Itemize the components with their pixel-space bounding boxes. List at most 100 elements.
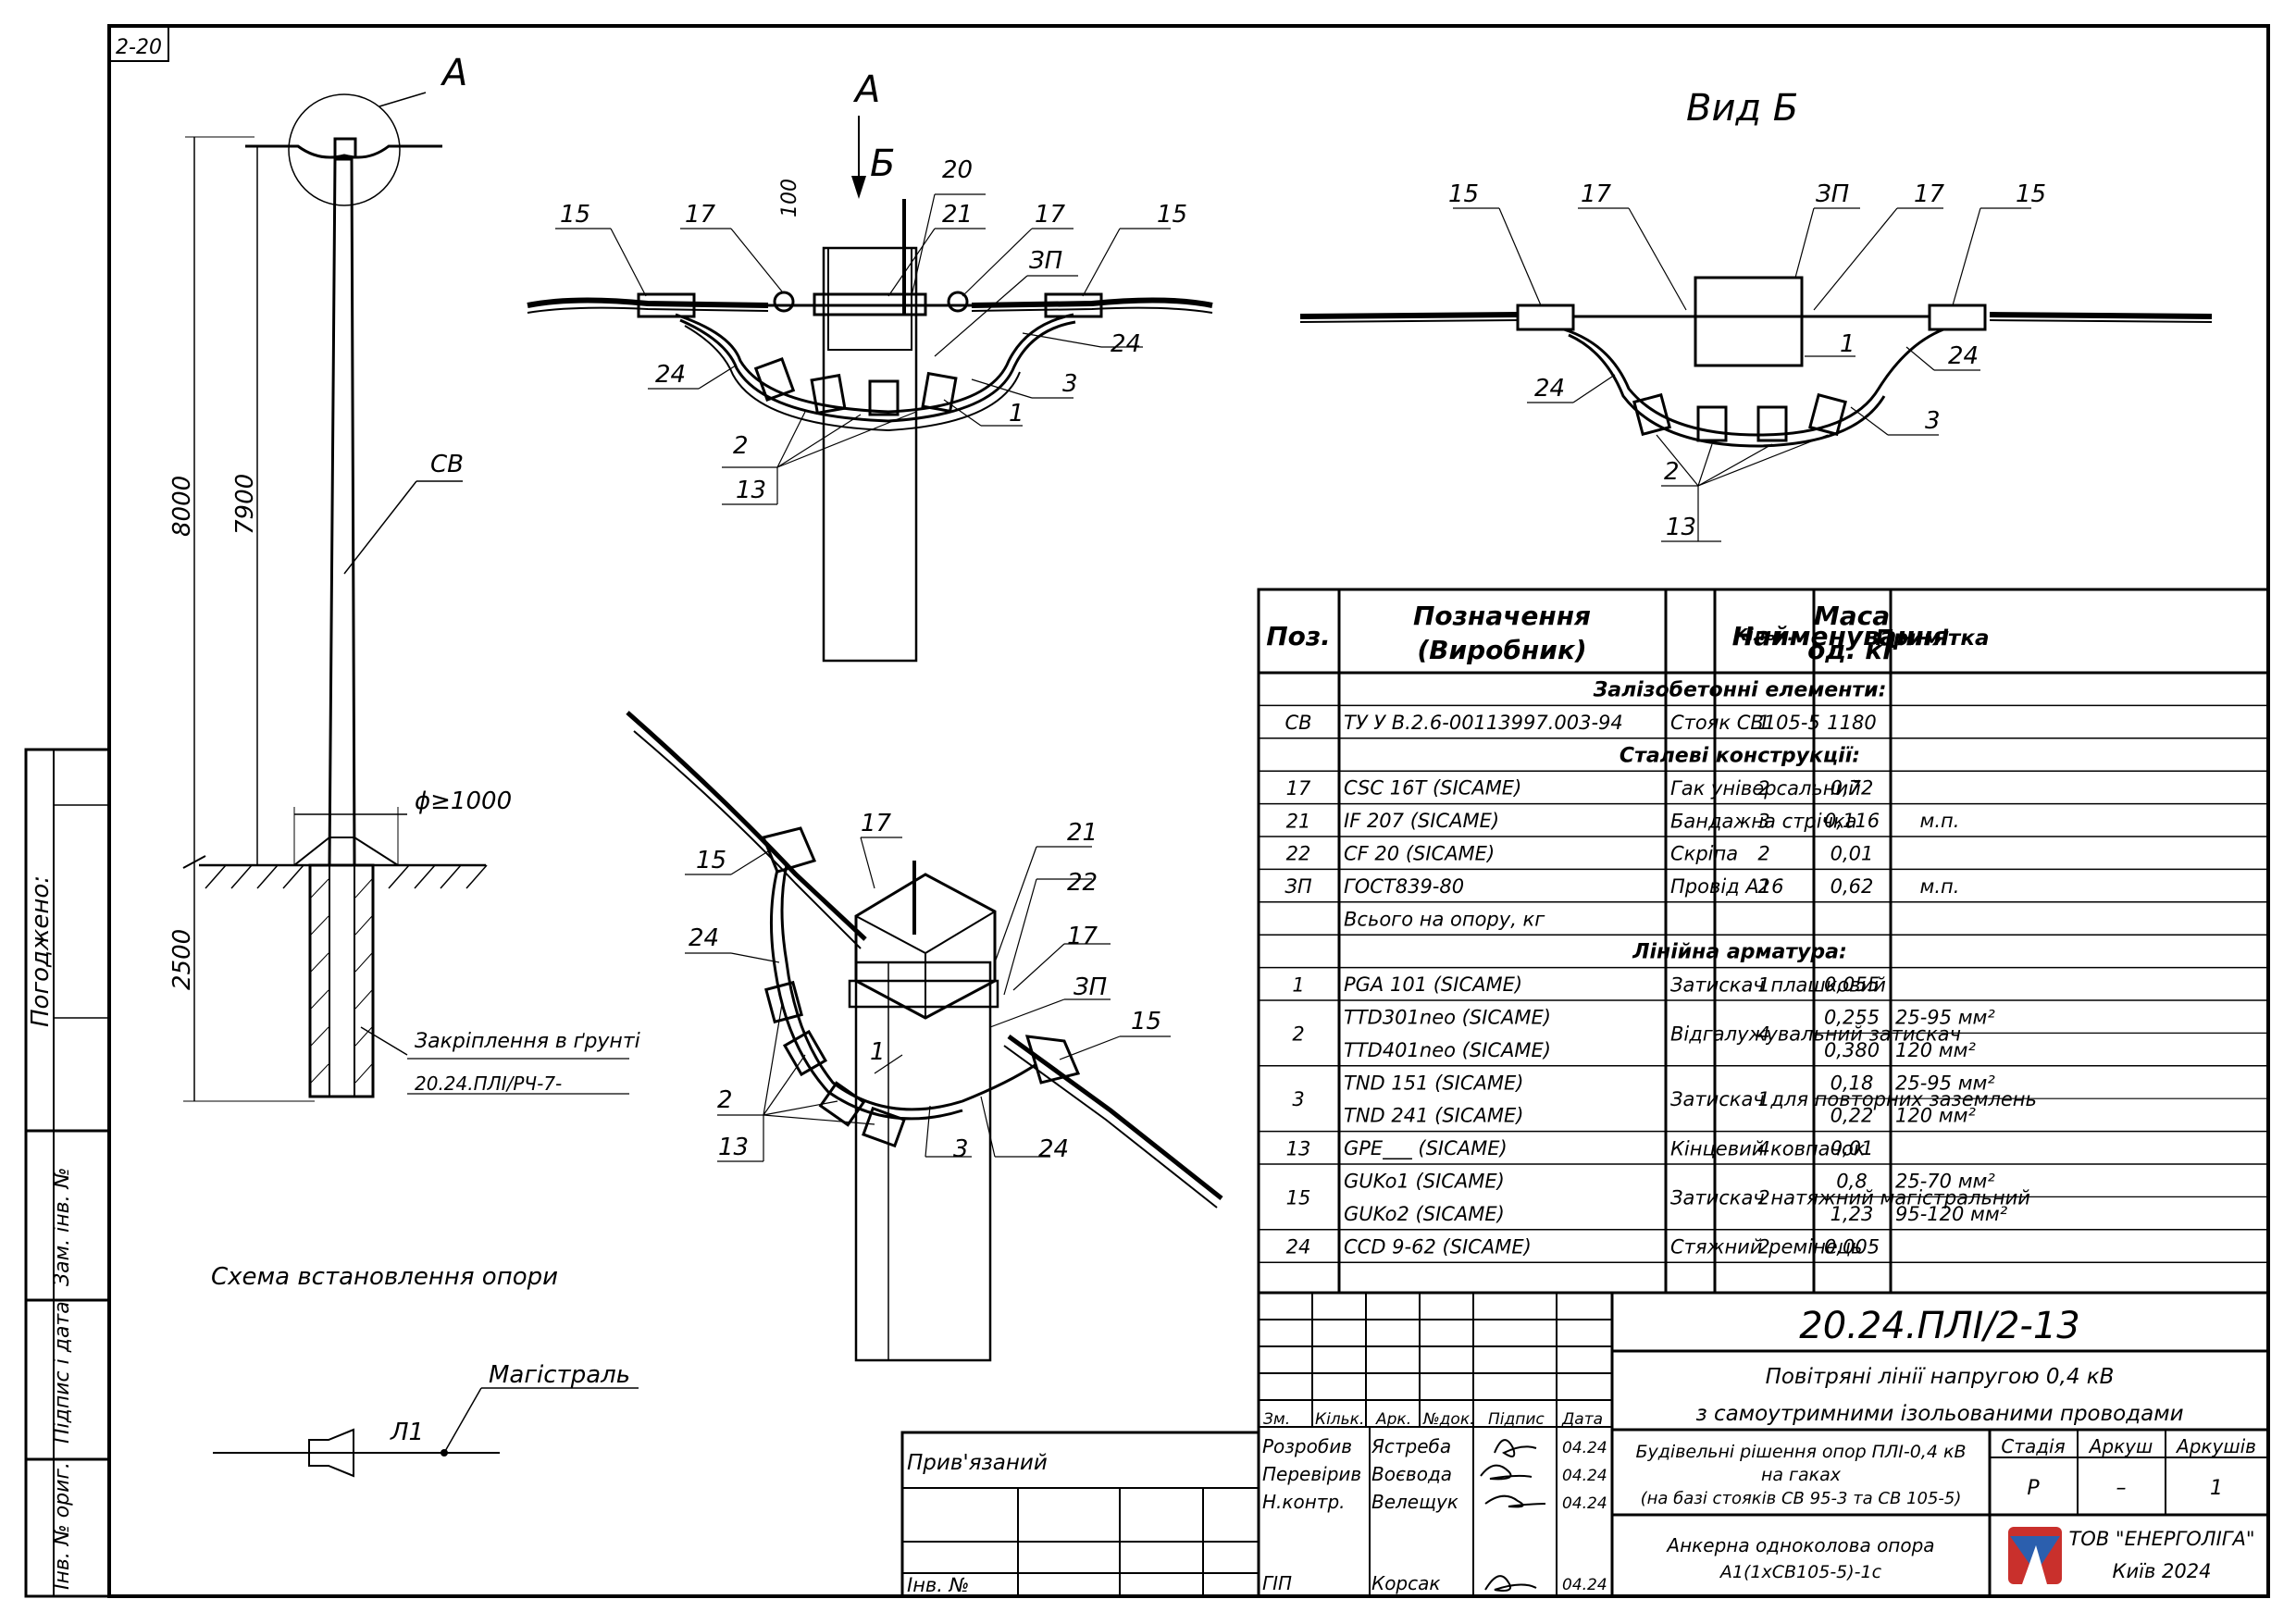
- specification-table: Поз. Позначення (Виробник) Найменування …: [1257, 588, 2270, 1295]
- callout-iso-22: 22: [1067, 869, 1098, 897]
- cell-designation-2: TTD401neo (SICAME): [1344, 1039, 1551, 1061]
- dim-diameter: ϕ≥1000: [415, 787, 512, 815]
- section-line-3: (на базі стояків СВ 95-3 та СВ 105-5): [1641, 1489, 1962, 1508]
- city-year: Київ 2024: [2113, 1560, 2212, 1582]
- cell-name: Стояк СВ105-5: [1670, 712, 1820, 734]
- drawing-title-1: Анкерна одноколова опора: [1665, 1534, 1934, 1556]
- name-gip: Корсак: [1371, 1572, 1440, 1594]
- cell-designation: CF 20 (SICAME): [1344, 842, 1495, 864]
- callout-iso-21: 21: [1067, 819, 1098, 847]
- cell-name: Затискач натяжний магістральний: [1670, 1186, 2030, 1209]
- th-note: Примітка: [1876, 626, 1990, 651]
- cell-name: Скріпа: [1670, 843, 1738, 865]
- cell-pos: 2: [1292, 1023, 1304, 1045]
- callout-b-13: 13: [1666, 514, 1696, 541]
- th-qty: Кільк.: [1734, 626, 1794, 645]
- cell-pos: СВ: [1285, 712, 1311, 734]
- view-a-mark: А: [852, 68, 880, 111]
- name-normcontrol: Велещук: [1371, 1491, 1458, 1513]
- fixing-label: Закріплення в ґрунті: [415, 1030, 640, 1053]
- cell-mass: 0,005: [1824, 1235, 1880, 1258]
- cell-designation: GPE___ (SICAME): [1344, 1137, 1508, 1160]
- callout-b-17-right: 17: [1914, 180, 1945, 208]
- callout-iso-15-right: 15: [1131, 1008, 1161, 1035]
- callout-b-2: 2: [1664, 458, 1680, 486]
- role-checked: Перевірив: [1262, 1463, 1361, 1485]
- foundation: [308, 863, 375, 1098]
- pole-installation-scheme: А СВ 8000 7900 2500 ϕ≥1000: [168, 52, 640, 1478]
- sheet-code-box: [108, 25, 169, 62]
- callout-b-3: 3: [1925, 407, 1941, 435]
- inv-no-label: Інв. №: [907, 1574, 970, 1596]
- cell-designation: ГОСТ839-80: [1344, 875, 1464, 898]
- callout-b-zp: ЗП: [1816, 180, 1849, 208]
- inv-orig-label: Інв. № ориг.: [51, 1462, 74, 1590]
- project-line-1: Повітряні лінії напругою 0,4 кВ: [1766, 1365, 2115, 1389]
- cell-qty: 2: [1757, 875, 1769, 898]
- cell-mass: 0,72: [1831, 777, 1874, 800]
- callout-a-24-left: 24: [655, 361, 686, 389]
- pole-cb-label: СВ: [430, 451, 464, 478]
- detail-a-view: А Б 100: [527, 68, 1213, 663]
- cell-designation: ТУ У В.2.6-00113997.003-94: [1344, 712, 1623, 734]
- dim-7900: 7900: [231, 474, 259, 535]
- cell-note: 25-95 мм²: [1895, 1072, 1995, 1094]
- col-head-doc: №док.: [1422, 1410, 1475, 1429]
- company-logo: [2008, 1527, 2062, 1584]
- cell-pos: 17: [1286, 777, 1311, 800]
- cell-note: 25-95 мм²: [1895, 1006, 1995, 1028]
- th-mass-1: Маса: [1814, 601, 1890, 631]
- cell-qty: 1: [1757, 1088, 1769, 1110]
- section-row: Сталеві конструкції:: [1620, 744, 1860, 767]
- callout-a-17-left: 17: [685, 201, 716, 229]
- cell-note: 25-70 мм²: [1895, 1170, 1995, 1192]
- callout-b-15-right: 15: [2016, 180, 2046, 208]
- role-normcontrol: Н.контр.: [1262, 1491, 1346, 1513]
- cell-note-2: 120 мм²: [1895, 1105, 1976, 1127]
- cell-mass-2: 0,380: [1824, 1039, 1880, 1061]
- th-name: Найменування: [1732, 621, 1950, 651]
- sign-date-label: Підпис і дата: [51, 1301, 74, 1444]
- callout-a-zp: ЗП: [1029, 247, 1062, 275]
- cell-name: Бандажна стрічка: [1670, 810, 1857, 832]
- detail-a-circle: [288, 93, 401, 206]
- cell-designation: GUKo1 (SICAME): [1344, 1170, 1505, 1192]
- stage-value: Р: [2027, 1477, 2040, 1500]
- cell-note-2: 120 мм²: [1895, 1039, 1976, 1061]
- callout-b-24-right: 24: [1948, 342, 1979, 370]
- cell-name: Гак універсальний: [1670, 777, 1861, 800]
- cell-name: Відгалужувальний затискач: [1670, 1023, 1961, 1045]
- isometric-view: 17 21 22 15 17 ЗП 24 15 1 2 13 3 24: [626, 711, 1223, 1362]
- date-normcontrol: 04.24: [1562, 1494, 1607, 1513]
- section-line-2: на гаках: [1761, 1465, 1842, 1485]
- col-head-qty: Кільк.: [1315, 1410, 1364, 1429]
- sheet-head: Аркуш: [2088, 1435, 2153, 1457]
- cell-mass: 0,18: [1831, 1072, 1874, 1094]
- cell-pos: 15: [1286, 1186, 1311, 1209]
- view-b-mark: Б: [870, 143, 895, 185]
- company-name: ТОВ "ЕНЕРГОЛІГА": [2068, 1528, 2254, 1550]
- cell-pos: 1: [1292, 973, 1304, 996]
- cell-mass: 0,8: [1836, 1170, 1867, 1192]
- section-row: Лінійна арматура:: [1632, 941, 1847, 964]
- cell-qty: 2: [1757, 777, 1769, 800]
- cell-mass: 0,116: [1824, 810, 1880, 832]
- sheet-value: –: [2116, 1477, 2127, 1500]
- callout-a-13: 13: [736, 477, 766, 504]
- date-checked: 04.24: [1562, 1467, 1607, 1485]
- callout-iso-24-right: 24: [1038, 1135, 1069, 1163]
- replaced-inv-label: Зам. інв. №: [51, 1168, 74, 1287]
- callout-a-2: 2: [733, 432, 749, 460]
- cell-qty: 1: [1757, 973, 1769, 996]
- approved-label: Погоджено:: [27, 875, 55, 1027]
- privyazaniy-label: Прив'язаний: [907, 1451, 1048, 1475]
- line-l1-label: Л1: [390, 1419, 424, 1446]
- callout-a-20: 20: [942, 156, 973, 184]
- title-block: Прив'язаний Інв. № Зм. Кільк. Арк. №док.…: [900, 1291, 2270, 1598]
- cell-qty: 2: [1757, 1186, 1769, 1209]
- callout-iso-1: 1: [870, 1038, 886, 1066]
- callout-a-17-right: 17: [1035, 201, 1066, 229]
- cell-designation-2: TND 241 (SICAME): [1344, 1105, 1523, 1127]
- th-mass-2: од. кг: [1807, 635, 1897, 665]
- cell-pos: 13: [1286, 1137, 1311, 1159]
